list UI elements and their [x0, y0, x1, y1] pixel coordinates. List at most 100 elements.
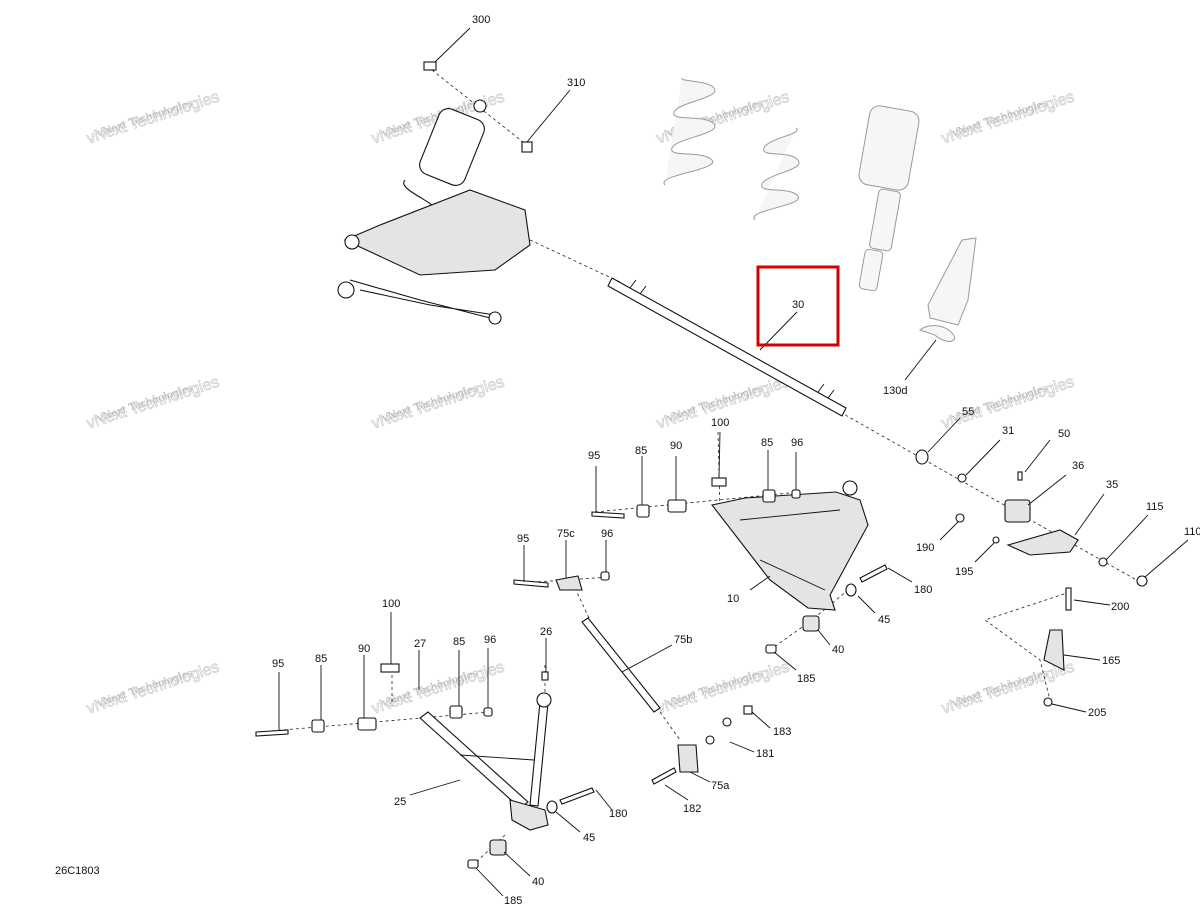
callout-100-lower-row[interactable]: 100	[382, 598, 400, 610]
bolt-300	[423, 61, 437, 71]
callout-75b[interactable]: 75b	[674, 634, 692, 646]
ghost-shock-absorber	[858, 105, 920, 292]
callout-181[interactable]: 181	[756, 748, 774, 760]
svg-text:vNext Technologies: vNext Technologies	[95, 668, 194, 709]
callout-95-lower-row[interactable]: 95	[272, 658, 284, 670]
diagram-code: 26C1803	[55, 865, 100, 877]
callout-85-lower-row-right[interactable]: 85	[453, 636, 465, 648]
callout-75c[interactable]: 75c	[557, 528, 575, 540]
callout-40-upper-arm[interactable]: 40	[532, 876, 544, 888]
spring-outline-2	[753, 127, 800, 221]
bolt-95a	[591, 511, 625, 519]
callout-96-upper-row[interactable]: 96	[791, 437, 803, 449]
assembly-line	[717, 431, 721, 511]
bushing-85d	[449, 705, 463, 719]
bushing-85a	[636, 504, 650, 518]
leader-lines	[278, 27, 1189, 897]
callout-30[interactable]: 30	[792, 299, 804, 311]
callout-180-upper-arm[interactable]: 180	[609, 808, 627, 820]
bushing-40a	[802, 615, 820, 632]
callout-85-upper-row-right[interactable]: 85	[761, 437, 773, 449]
callout-300[interactable]: 300	[472, 14, 490, 26]
callout-25[interactable]: 25	[394, 796, 406, 808]
callout-185-lower-arm[interactable]: 185	[797, 673, 815, 685]
callout-36[interactable]: 36	[1072, 460, 1084, 472]
assembly-line	[574, 587, 591, 621]
callout-45-upper-arm[interactable]: 45	[583, 832, 595, 844]
callout-310[interactable]: 310	[567, 77, 585, 89]
callout-205[interactable]: 205	[1088, 707, 1106, 719]
callout-95-tie-rod[interactable]: 95	[517, 533, 529, 545]
grease-fitting-26	[541, 671, 549, 681]
drive-shaft-30	[607, 277, 847, 417]
rod-end-75a	[677, 744, 699, 773]
callout-75a[interactable]: 75a	[711, 780, 730, 792]
callout-180-lower-arm[interactable]: 180	[914, 584, 932, 596]
callout-26[interactable]: 26	[540, 626, 552, 638]
screw-50	[1017, 471, 1023, 481]
lower-arm-10	[711, 480, 869, 611]
callout-185-upper-arm[interactable]: 185	[504, 895, 522, 906]
callout-110[interactable]: 110	[1184, 526, 1200, 538]
callout-190[interactable]: 190	[916, 542, 934, 554]
washer-181	[705, 717, 732, 745]
svg-text:vNext Technologies: vNext Technologies	[950, 98, 1049, 139]
assembly-lines	[259, 69, 1141, 867]
bolt-200	[1065, 587, 1072, 611]
callout-100-upper-row[interactable]: 100	[711, 417, 729, 429]
callout-10[interactable]: 10	[727, 593, 739, 605]
callout-115[interactable]: 115	[1146, 501, 1164, 513]
callout-31[interactable]: 31	[1002, 425, 1014, 437]
assembly-line	[594, 491, 801, 513]
callout-85-lower-row-left[interactable]: 85	[315, 653, 327, 665]
callout-183[interactable]: 183	[773, 726, 791, 738]
callout-165[interactable]: 165	[1102, 655, 1120, 667]
bolt-95c	[255, 729, 289, 737]
bushing-85b	[762, 489, 776, 503]
callout-130d[interactable]: 130d	[883, 385, 907, 397]
callout-200[interactable]: 200	[1111, 601, 1129, 613]
callout-55[interactable]: 55	[962, 406, 974, 418]
bushing-85c	[311, 719, 325, 733]
washer-190	[955, 513, 965, 523]
assembly-line	[529, 239, 621, 283]
washer-195	[992, 536, 1000, 544]
tie-rod-75b	[581, 617, 661, 713]
bushing-40b	[489, 839, 507, 856]
cap-96b	[600, 571, 610, 581]
svg-text:vNext Technologies: vNext Technologies	[950, 668, 1049, 709]
callout-45-lower-arm[interactable]: 45	[878, 614, 890, 626]
ring-45a	[845, 583, 857, 597]
callout-90-lower-row[interactable]: 90	[358, 643, 370, 655]
sleeve-90b	[357, 717, 377, 731]
callout-85-upper-row-left[interactable]: 85	[635, 445, 647, 457]
callout-182[interactable]: 182	[683, 803, 701, 815]
callout-90-upper-row[interactable]: 90	[670, 440, 682, 452]
ball-joint-165	[1043, 629, 1065, 671]
callout-27[interactable]: 27	[414, 638, 426, 650]
callout-35[interactable]: 35	[1106, 479, 1118, 491]
washer-115	[1098, 557, 1108, 567]
callout-96-tie-rod[interactable]: 96	[601, 528, 613, 540]
callout-95-upper-row[interactable]: 95	[588, 450, 600, 462]
bolt-182	[651, 767, 677, 785]
cap-96a	[791, 489, 801, 499]
callout-40-lower-arm[interactable]: 40	[832, 644, 844, 656]
callout-195[interactable]: 195	[955, 566, 973, 578]
assembly-line	[839, 411, 1141, 583]
upper-arm-25	[419, 692, 552, 831]
assembly-line	[984, 591, 1071, 701]
nut-205	[1043, 697, 1053, 707]
callout-50[interactable]: 50	[1058, 428, 1070, 440]
sleeve-90a	[667, 499, 687, 513]
callout-96-lower-row[interactable]: 96	[484, 634, 496, 646]
svg-text:vNext Technologies: vNext Technologies	[95, 98, 194, 139]
